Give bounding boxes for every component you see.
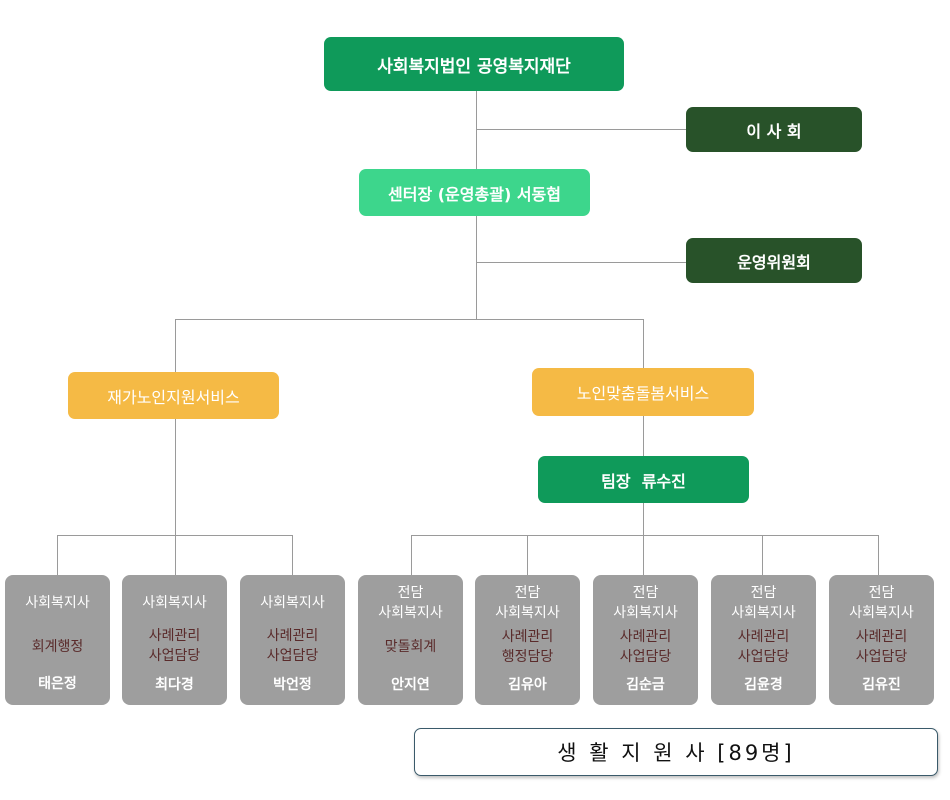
left-service-label: 재가노인지원서비스: [107, 387, 240, 407]
staff-task: 회계행정: [31, 639, 84, 655]
connector-services-bar: [175, 319, 644, 320]
connector-left-service-staff: [175, 419, 176, 575]
staff-task: 사례관리: [619, 629, 672, 645]
staff-name: 김유진: [862, 677, 901, 693]
staff-card: 전담 사회복지사 사례관리 사업담당 김순금: [593, 575, 698, 705]
staff-card: 사회복지사 회계행정 태은정: [5, 575, 110, 705]
staff-role-line1: 전담: [632, 585, 659, 601]
director-label: 센터장 (운영총괄) 서동협: [388, 184, 561, 204]
right-service-node: 노인맞춤돌봄서비스: [532, 368, 754, 416]
staff-task2: 사업담당: [619, 649, 672, 665]
staff-card: 사회복지사 사례관리 사업담당 최다경: [122, 575, 227, 705]
staff-role: 사회복지사: [731, 605, 796, 621]
staff-name: 김유아: [508, 677, 547, 693]
connector-director-services: [476, 216, 477, 320]
committee-label: 운영위원회: [737, 252, 811, 272]
staff-role-line1: 전담: [750, 585, 777, 601]
staff-card: 전담 사회복지사 사례관리 사업담당 김윤경: [711, 575, 816, 705]
staff-task2: 사업담당: [737, 649, 790, 665]
staff-task: 사례관리: [855, 629, 908, 645]
staff-card: 전담 사회복지사 사례관리 사업담당 김유진: [829, 575, 934, 705]
life-support-summary-label: 생 활 지 원 사 [89명]: [557, 741, 795, 765]
staff-name: 태은정: [38, 676, 77, 692]
foundation-node: 사회복지법인 공영복지재단: [324, 37, 624, 91]
staff-card: 사회복지사 사례관리 사업담당 박언정: [240, 575, 345, 705]
staff-task2: 사업담당: [266, 648, 319, 664]
staff-task: 사례관리: [266, 628, 319, 644]
right-service-label: 노인맞춤돌봄서비스: [576, 384, 710, 403]
connector-right-service: [643, 319, 644, 368]
board-label: 이 사 회: [746, 121, 802, 141]
staff-task: 사례관리: [148, 628, 201, 644]
staff-name: 최다경: [155, 677, 194, 693]
connector-right-staff-bar: [411, 535, 879, 536]
connector-right-service-team: [643, 416, 644, 456]
connector-staff-1: [57, 535, 58, 575]
connector-staff-3: [292, 535, 293, 575]
staff-task: 맞돌회계: [384, 639, 437, 655]
board-node: 이 사 회: [686, 107, 862, 152]
connector-board: [476, 129, 686, 130]
staff-role: 사회복지사: [495, 605, 560, 621]
left-service-node: 재가노인지원서비스: [68, 372, 279, 419]
connector-foundation-director: [476, 91, 477, 169]
staff-role: 사회복지사: [142, 595, 207, 611]
staff-task: 사례관리: [737, 629, 790, 645]
staff-role: 사회복지사: [260, 595, 325, 611]
connector-left-staff-bar: [57, 535, 293, 536]
staff-role: 사회복지사: [378, 605, 443, 621]
connector-left-service: [175, 319, 176, 372]
team-leader-node: 팀장 류수진: [538, 456, 749, 503]
staff-task2: 사업담당: [148, 648, 201, 664]
staff-name: 안지연: [391, 677, 430, 693]
staff-name: 박언정: [273, 677, 312, 693]
staff-card: 전담 사회복지사 사례관리 행정담당 김유아: [475, 575, 580, 705]
staff-card: 전담 사회복지사 맞돌회계 안지연: [358, 575, 463, 705]
connector-staff-7: [762, 535, 763, 575]
foundation-label: 사회복지법인 공영복지재단: [377, 56, 571, 77]
director-node: 센터장 (운영총괄) 서동협: [359, 169, 590, 216]
connector-committee: [476, 262, 686, 263]
staff-task2: 사업담당: [855, 649, 908, 665]
life-support-summary-box: 생 활 지 원 사 [89명]: [414, 728, 938, 776]
connector-staff-8: [878, 535, 879, 575]
committee-node: 운영위원회: [686, 238, 862, 283]
staff-task: 사례관리: [501, 629, 554, 645]
staff-name: 김윤경: [744, 677, 783, 693]
staff-task2: 행정담당: [501, 649, 554, 665]
connector-team-staff: [643, 503, 644, 575]
staff-role-line1: 전담: [514, 585, 541, 601]
staff-role: 사회복지사: [849, 605, 914, 621]
staff-role: 사회복지사: [25, 595, 90, 611]
staff-role-line1: 전담: [868, 585, 895, 601]
team-leader-label: 팀장 류수진: [601, 471, 686, 491]
staff-role: 사회복지사: [613, 605, 678, 621]
connector-staff-4: [411, 535, 412, 575]
staff-name: 김순금: [626, 677, 665, 693]
staff-role-line1: 전담: [397, 585, 424, 601]
connector-staff-5: [527, 535, 528, 575]
